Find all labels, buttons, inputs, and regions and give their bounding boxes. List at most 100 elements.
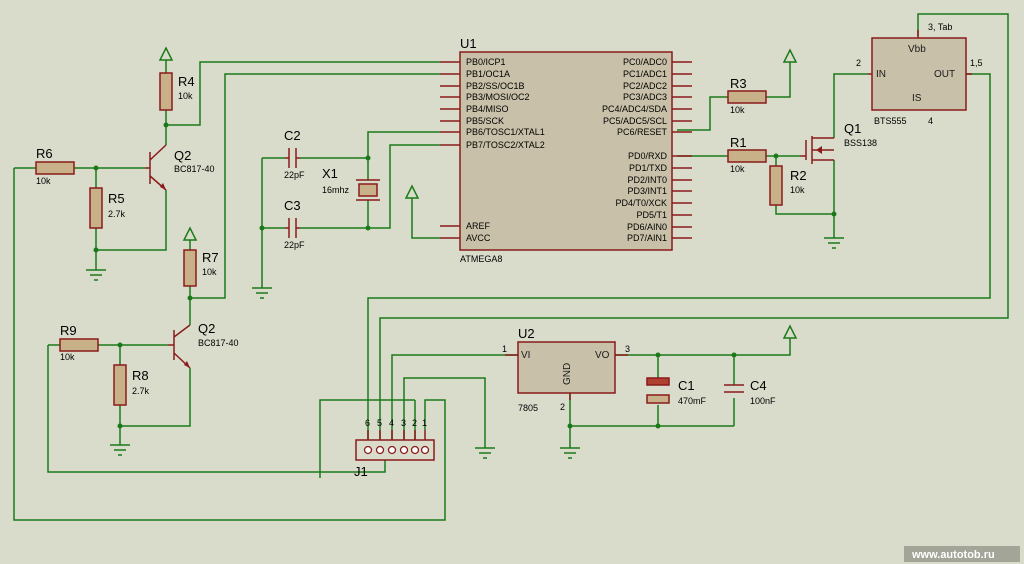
- r4-ref: R4: [178, 74, 195, 89]
- u2-vo: VO: [595, 350, 610, 361]
- r2-ref: R2: [790, 168, 807, 183]
- watermark: www.autotob.ru: [904, 546, 1020, 562]
- q2a-part: BC817-40: [174, 164, 215, 174]
- u1-left-pins: PB0/ICP1PB1/OC1APB2/SS/OC1BPB3/MOSI/OC2P…: [440, 57, 545, 243]
- transistor-q2-top: Q2 BC817-40: [145, 144, 215, 191]
- u2-part: 7805: [518, 403, 538, 413]
- q2a-ref: Q2: [174, 148, 191, 163]
- x1-value: 16mhz: [322, 185, 350, 195]
- u1-pin-label: PC1/ADC1: [623, 69, 667, 79]
- r3-value: 10k: [730, 105, 745, 115]
- r4-value: 10k: [178, 91, 193, 101]
- u1-pin-label: PD6/AIN0: [627, 222, 667, 232]
- junction-dots: [93, 122, 837, 429]
- r5-value: 2.7k: [108, 209, 126, 219]
- r9-value: 10k: [60, 352, 75, 362]
- bts-pin-in: 2: [856, 58, 861, 68]
- u1-pin-label: PC2/ADC2: [623, 81, 667, 91]
- q2b-part: BC817-40: [198, 338, 239, 348]
- r1-ref: R1: [730, 135, 747, 150]
- u1-right-pins: PC0/ADC0PC1/ADC1PC2/ADC2PC3/ADC3PC4/ADC4…: [602, 57, 692, 243]
- bts-in: IN: [876, 69, 886, 80]
- resistor-r6: R6 10k: [35, 146, 75, 186]
- u1-pin-label: PB5/SCK: [466, 116, 504, 126]
- resistor-r8: R8 2.7k: [113, 364, 150, 406]
- u1-pin-label: PD4/T0/XCK: [615, 198, 667, 208]
- j1-pin-contact: [375, 445, 385, 455]
- u2-pin2: 2: [560, 402, 565, 412]
- u1-ref: U1: [460, 36, 477, 51]
- u2-vi: VI: [521, 350, 530, 361]
- q1-part: BSS138: [844, 138, 877, 148]
- u1-pin-label: PD5/T1: [636, 210, 667, 220]
- resistor-r4: R4 10k: [159, 72, 195, 111]
- c2-ref: C2: [284, 128, 301, 143]
- u1-pin-label: PB2/SS/OC1B: [466, 81, 525, 91]
- u2-gnd: GND: [562, 363, 573, 385]
- r1-value: 10k: [730, 164, 745, 174]
- r2-value: 10k: [790, 185, 805, 195]
- capacitor-c3: C3 22pF: [284, 198, 305, 250]
- bts-pin-out: 1,5: [970, 58, 983, 68]
- resistor-r7: R7 10k: [183, 249, 219, 287]
- u1-pin-label: PD7/AIN1: [627, 233, 667, 243]
- r8-ref: R8: [132, 368, 149, 383]
- resistor-r3: R3 10k: [727, 76, 767, 115]
- j1-pin-number: 5: [377, 418, 382, 428]
- resistor-r9: R9 10k: [59, 323, 99, 362]
- c4-value: 100nF: [750, 396, 776, 406]
- u1-pin-label: PC5/ADC5/SCL: [603, 116, 667, 126]
- u1-pin-label: PB7/TOSC2/XTAL2: [466, 140, 545, 150]
- j1-pin-contact: [410, 445, 420, 455]
- c3-ref: C3: [284, 198, 301, 213]
- r6-value: 10k: [36, 176, 51, 186]
- capacitor-c1: C1 470mF: [646, 377, 707, 406]
- r7-ref: R7: [202, 250, 219, 265]
- r9-ref: R9: [60, 323, 77, 338]
- u2-regulator: U2 VI VO GND 1 3 2 7805: [502, 326, 630, 413]
- bts-vbb: Vbb: [908, 44, 926, 55]
- bts555-switch: Vbb IN OUT IS 3, Tab 2 1,5 4 BTS555: [856, 22, 983, 126]
- q1-ref: Q1: [844, 121, 861, 136]
- c3-value: 22pF: [284, 240, 305, 250]
- r3-ref: R3: [730, 76, 747, 91]
- capacitor-c2: C2 22pF: [284, 128, 305, 180]
- u1-pin-label: PD3/INT1: [627, 186, 667, 196]
- r7-value: 10k: [202, 267, 217, 277]
- u1-pin-label: PC3/ADC3: [623, 92, 667, 102]
- transistor-q2-bottom: Q2 BC817-40: [168, 321, 239, 369]
- u1-atmega8: U1 ATMEGA8 PB0/ICP1PB1/OC1APB2/SS/OC1BPB…: [440, 36, 692, 264]
- r6-ref: R6: [36, 146, 53, 161]
- transistor-q1-mosfet: Q1 BSS138: [800, 121, 877, 164]
- r5-ref: R5: [108, 191, 125, 206]
- u2-ref: U2: [518, 326, 535, 341]
- resistor-r2: R2 10k: [769, 165, 807, 206]
- q2b-ref: Q2: [198, 321, 215, 336]
- bts-pin-is: 4: [928, 116, 933, 126]
- j1-pin-contact: [420, 445, 430, 455]
- crystal-x1: X1 16mhz: [322, 166, 380, 201]
- j1-pin-number: 6: [365, 418, 370, 428]
- j1-ref: J1: [354, 464, 368, 479]
- u1-part: ATMEGA8: [460, 254, 502, 264]
- u1-pin-label: PB1/OC1A: [466, 69, 510, 79]
- u1-pin-label: PB3/MOSI/OC2: [466, 92, 530, 102]
- capacitor-c4: C4 100nF: [724, 378, 776, 406]
- r8-value: 2.7k: [132, 386, 150, 396]
- j1-pin-contact: [387, 445, 397, 455]
- ground-symbols: [86, 237, 844, 459]
- u2-pin1: 1: [502, 344, 507, 354]
- c4-ref: C4: [750, 378, 767, 393]
- c1-ref: C1: [678, 378, 695, 393]
- j1-pin-number: 1: [422, 418, 427, 428]
- u1-pin-label: PD1/TXD: [629, 163, 668, 173]
- u1-pin-label: PD2/INT0: [627, 175, 667, 185]
- j1-pin-contact: [363, 445, 373, 455]
- c1-value: 470mF: [678, 396, 707, 406]
- j1-pin-number: 3: [401, 418, 406, 428]
- bts-pin-tab: 3, Tab: [928, 22, 952, 32]
- bts-is: IS: [912, 93, 922, 104]
- power-symbols: [158, 46, 798, 339]
